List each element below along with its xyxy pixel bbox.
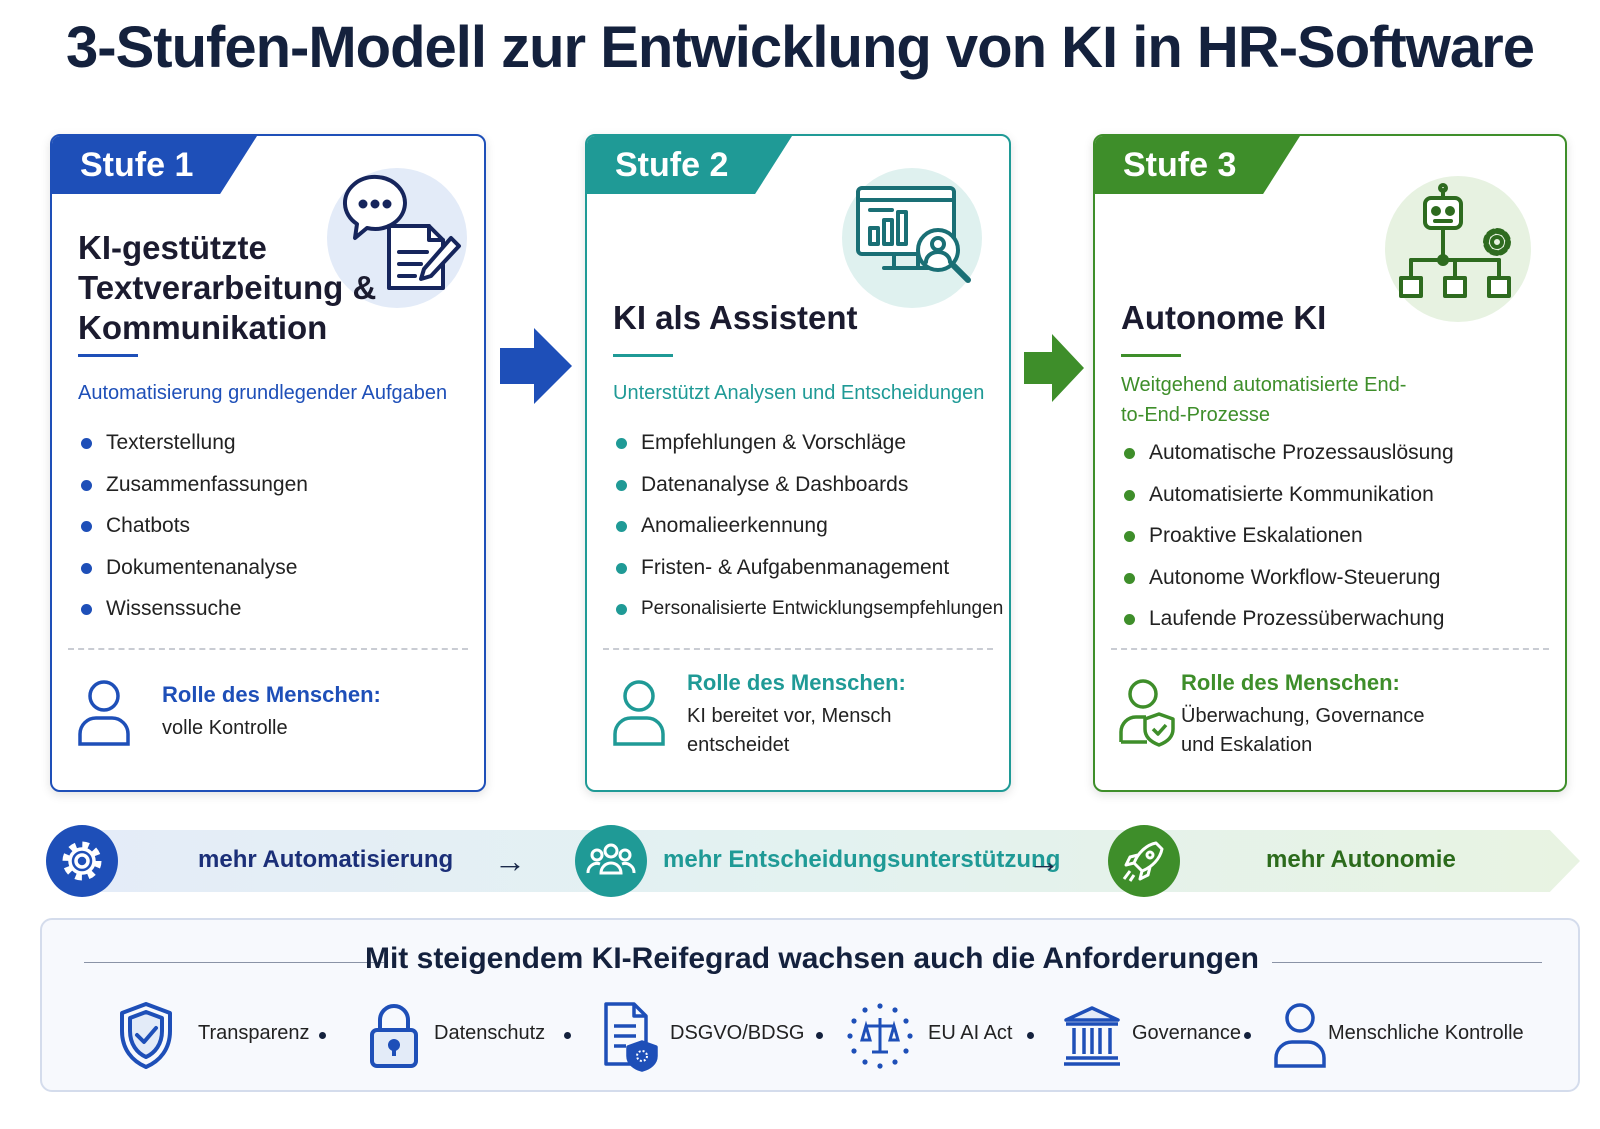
stage-2-card: Stufe 2 KI als Assistent Unterstützt Ana… bbox=[585, 134, 1011, 792]
stage-3-rule bbox=[1121, 354, 1181, 357]
requirement-label: Transparenz bbox=[198, 1022, 310, 1044]
requirement-eu-ai-act: EU AI Act bbox=[842, 998, 1032, 1074]
stage-2-tab: Stufe 2 bbox=[587, 136, 792, 194]
stage-2-role-heading: Rolle des Menschen: bbox=[687, 670, 906, 695]
progression-label-1: mehr Automatisierung bbox=[198, 846, 454, 873]
progression-label-2: mehr Entscheidungsunterstützung bbox=[663, 846, 1061, 873]
requirement-label: EU AI Act bbox=[928, 1022, 1013, 1044]
rocket-icon bbox=[1108, 825, 1180, 897]
requirement-governance: Governance bbox=[1060, 998, 1250, 1074]
stage-3-bullets: Automatische Prozessauslösung Automatisi… bbox=[1121, 438, 1454, 646]
lock-icon bbox=[370, 1004, 418, 1068]
stage-1-role-text: volle Kontrolle bbox=[162, 717, 288, 739]
stage-2-divider bbox=[603, 648, 993, 650]
page-title: 3-Stufen-Modell zur Entwicklung von KI i… bbox=[66, 15, 1535, 80]
list-item: Proaktive Eskalationen bbox=[1121, 521, 1454, 563]
stage-1-title: KI-gestützte Textverarbeitung & Kommunik… bbox=[78, 229, 377, 346]
requirement-label: DSGVO/BDSG bbox=[670, 1022, 805, 1044]
list-item: Automatisierte Kommunikation bbox=[1121, 480, 1454, 522]
separator-dot bbox=[1027, 1032, 1034, 1039]
person-icon bbox=[1274, 1003, 1326, 1068]
requirement-label: Datenschutz bbox=[434, 1022, 546, 1044]
stage-3-tab: Stufe 3 bbox=[1095, 136, 1300, 194]
stage-1-rule bbox=[78, 354, 138, 357]
arrow-right-icon bbox=[1024, 334, 1084, 402]
shield-check-icon bbox=[120, 1002, 172, 1069]
stage-3-divider bbox=[1111, 648, 1549, 650]
arrow-right-icon bbox=[500, 328, 572, 404]
stage-3-card: Stufe 3 Autonome KI Weitgehend automatis… bbox=[1093, 134, 1567, 792]
stage-2-title: KI als Assistent bbox=[613, 299, 858, 336]
person-shield-icon bbox=[1119, 676, 1175, 748]
stage-3-role-heading: Rolle des Menschen: bbox=[1181, 670, 1400, 695]
requirements-line-left bbox=[84, 962, 384, 963]
institution-icon bbox=[1064, 1006, 1120, 1066]
chat-document-icon bbox=[327, 168, 467, 308]
stage-2-role-text: KI bereitet vor, Mensch entscheidet bbox=[687, 705, 892, 756]
list-item: Empfehlungen & Vorschläge bbox=[613, 428, 1003, 470]
arrow-right-icon: → bbox=[1028, 843, 1060, 879]
requirements-line-right bbox=[1272, 962, 1542, 963]
requirement-human-control: Menschliche Kontrolle bbox=[1268, 998, 1558, 1074]
gear-icon bbox=[46, 825, 118, 897]
requirement-label: Menschliche Kontrolle bbox=[1328, 1022, 1524, 1044]
stage-1-card: Stufe 1 KI-gestützte Textverarbeitung & … bbox=[50, 134, 486, 792]
stage-2-bullets: Empfehlungen & Vorschläge Datenanalyse &… bbox=[613, 428, 1003, 636]
separator-dot bbox=[816, 1032, 823, 1039]
requirement-label: Governance bbox=[1132, 1022, 1241, 1044]
stage-1-divider bbox=[68, 648, 468, 650]
list-item: Anomalieerkennung bbox=[613, 511, 1003, 553]
progression-label-3: mehr Autonomie bbox=[1266, 846, 1456, 873]
list-item: Autonome Workflow-Steuerung bbox=[1121, 563, 1454, 605]
eu-scales-icon bbox=[847, 1003, 913, 1069]
list-item: Wissenssuche bbox=[78, 594, 308, 636]
list-item: Datenanalyse & Dashboards bbox=[613, 470, 1003, 512]
person-icon bbox=[76, 676, 132, 748]
list-item: Laufende Prozessüberwachung bbox=[1121, 604, 1454, 646]
people-icon bbox=[575, 825, 647, 897]
separator-dot bbox=[564, 1032, 571, 1039]
stage-3-title: Autonome KI bbox=[1121, 299, 1327, 336]
list-item: Texterstellung bbox=[78, 428, 308, 470]
list-item: Zusammenfassungen bbox=[78, 470, 308, 512]
person-icon bbox=[611, 676, 667, 748]
arrow-right-icon: → bbox=[494, 843, 526, 879]
dashboard-search-icon bbox=[842, 168, 982, 308]
stage-3-role-text: Überwachung, Governance und Eskalation bbox=[1181, 705, 1425, 756]
list-item: Personalisierte Entwicklungsempfehlungen bbox=[613, 594, 1003, 636]
requirement-transparency: Transparenz bbox=[114, 998, 354, 1074]
stage-1-subtitle: Automatisierung grundlegender Aufgaben bbox=[78, 382, 448, 404]
robot-workflow-icon bbox=[1385, 176, 1531, 322]
list-item: Automatische Prozessauslösung bbox=[1121, 438, 1454, 480]
progression-band bbox=[70, 830, 1580, 892]
stage-1-role-heading: Rolle des Menschen: bbox=[162, 682, 381, 707]
requirements-box: Mit steigendem KI-Reifegrad wachsen auch… bbox=[40, 918, 1580, 1092]
list-item: Chatbots bbox=[78, 511, 308, 553]
list-item: Fristen- & Aufgabenmanagement bbox=[613, 553, 1003, 595]
requirement-privacy: Datenschutz bbox=[362, 998, 582, 1074]
separator-dot bbox=[1244, 1032, 1251, 1039]
requirement-gdpr: DSGVO/BDSG bbox=[598, 998, 828, 1074]
stage-1-bullets: Texterstellung Zusammenfassungen Chatbot… bbox=[78, 428, 308, 636]
list-item: Dokumentenanalyse bbox=[78, 553, 308, 595]
requirements-title: Mit steigendem KI-Reifegrad wachsen auch… bbox=[364, 942, 1260, 975]
separator-dot bbox=[319, 1032, 326, 1039]
document-shield-icon bbox=[604, 1002, 658, 1072]
stage-2-subtitle: Unterstützt Analysen und Entscheidungen bbox=[613, 382, 985, 404]
stage-2-rule bbox=[613, 354, 673, 357]
stage-3-subtitle: Weitgehend automatisierte End-to-End-Pro… bbox=[1121, 374, 1407, 426]
stage-1-tab: Stufe 1 bbox=[52, 136, 257, 194]
